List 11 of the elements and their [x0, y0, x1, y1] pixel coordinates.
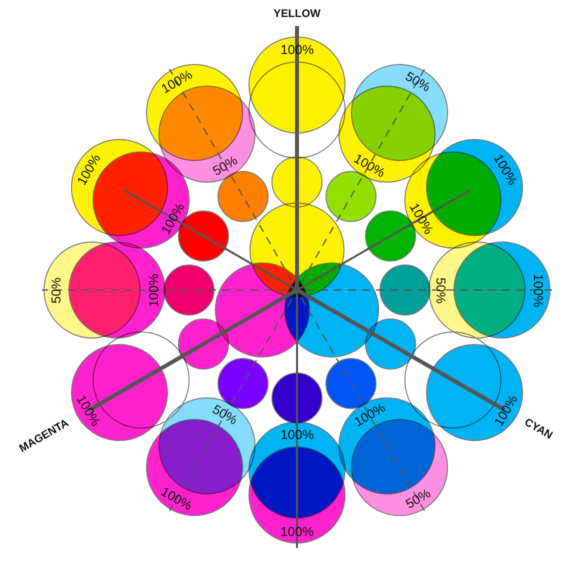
percent-label: 50% [50, 276, 63, 304]
percent-label: 50% [210, 153, 240, 178]
percent-label: 100% [146, 273, 160, 307]
axis-label: YELLOW [274, 8, 321, 20]
percent-label: 100% [532, 273, 545, 307]
percent-label: 100% [351, 151, 387, 180]
percent-label: 100% [158, 484, 194, 513]
percent-label: 50% [403, 69, 432, 94]
percent-label: 50% [210, 402, 240, 427]
percent-label: 50% [403, 486, 432, 511]
percent-label: 50% [434, 276, 448, 304]
